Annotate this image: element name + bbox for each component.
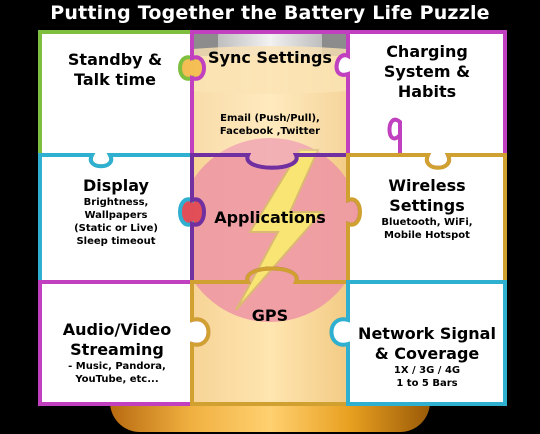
label-applications: Applications (196, 208, 344, 228)
label-sync: Sync Settings (196, 48, 344, 68)
wireless-heading-1: Wireless (388, 176, 466, 195)
display-sub-2: Wallpapers (84, 210, 148, 221)
wireless-sub-2: Mobile Hotspot (384, 230, 470, 241)
label-wireless: Wireless Settings Bluetooth, WiFi, Mobil… (352, 176, 502, 242)
label-standby: Standby & Talk time (45, 50, 185, 90)
network-sub-1: 1X / 3G / 4G (393, 365, 461, 376)
label-charging: Charging System & Habits (352, 42, 502, 102)
sync-sub-1: Email (Push/Pull), (220, 113, 320, 124)
charging-heading-1: Charging (386, 42, 468, 61)
audio-video-sub-2: YouTube, etc... (75, 374, 159, 385)
display-sub-1: Brightness, (83, 197, 149, 208)
label-sync-sub: Email (Push/Pull), Facebook ,Twitter (196, 112, 344, 138)
charging-heading-3: Habits (397, 82, 457, 101)
sync-sub-2: Facebook ,Twitter (219, 126, 321, 137)
sync-heading: Sync Settings (208, 48, 332, 67)
piece-network (329, 280, 507, 406)
puzzle-pieces (38, 30, 507, 406)
standby-heading-2: Talk time (74, 70, 156, 89)
label-gps: GPS (196, 306, 344, 326)
display-sub-4: Sleep timeout (76, 236, 156, 247)
display-sub-3: (Static or Live) (74, 223, 158, 234)
piece-gps (190, 266, 350, 406)
label-network: Network Signal & Coverage 1X / 3G / 4G 1… (350, 324, 504, 390)
audio-video-sub-1: - Music, Pandora, (68, 361, 166, 372)
wireless-sub-1: Bluetooth, WiFi, (381, 217, 473, 228)
display-heading: Display (83, 176, 149, 195)
network-heading-2: & Coverage (374, 344, 480, 363)
standby-heading-1: Standby & (67, 50, 163, 69)
applications-heading: Applications (214, 208, 326, 227)
lightning-bolt-icon (235, 149, 325, 311)
gps-heading: GPS (251, 306, 289, 325)
charging-heading-2: System & (383, 62, 471, 81)
wireless-heading-2: Settings (389, 196, 465, 215)
audio-video-heading-1: Audio/Video (62, 320, 172, 339)
audio-video-heading-2: Streaming (70, 340, 164, 359)
label-display: Display Brightness, Wallpapers (Static o… (44, 176, 188, 248)
network-sub-2: 1 to 5 Bars (396, 378, 458, 389)
diagram-title: Putting Together the Battery Life Puzzle (50, 2, 490, 24)
network-heading-1: Network Signal (358, 324, 496, 343)
label-audio-video: Audio/Video Streaming - Music, Pandora, … (44, 320, 190, 386)
